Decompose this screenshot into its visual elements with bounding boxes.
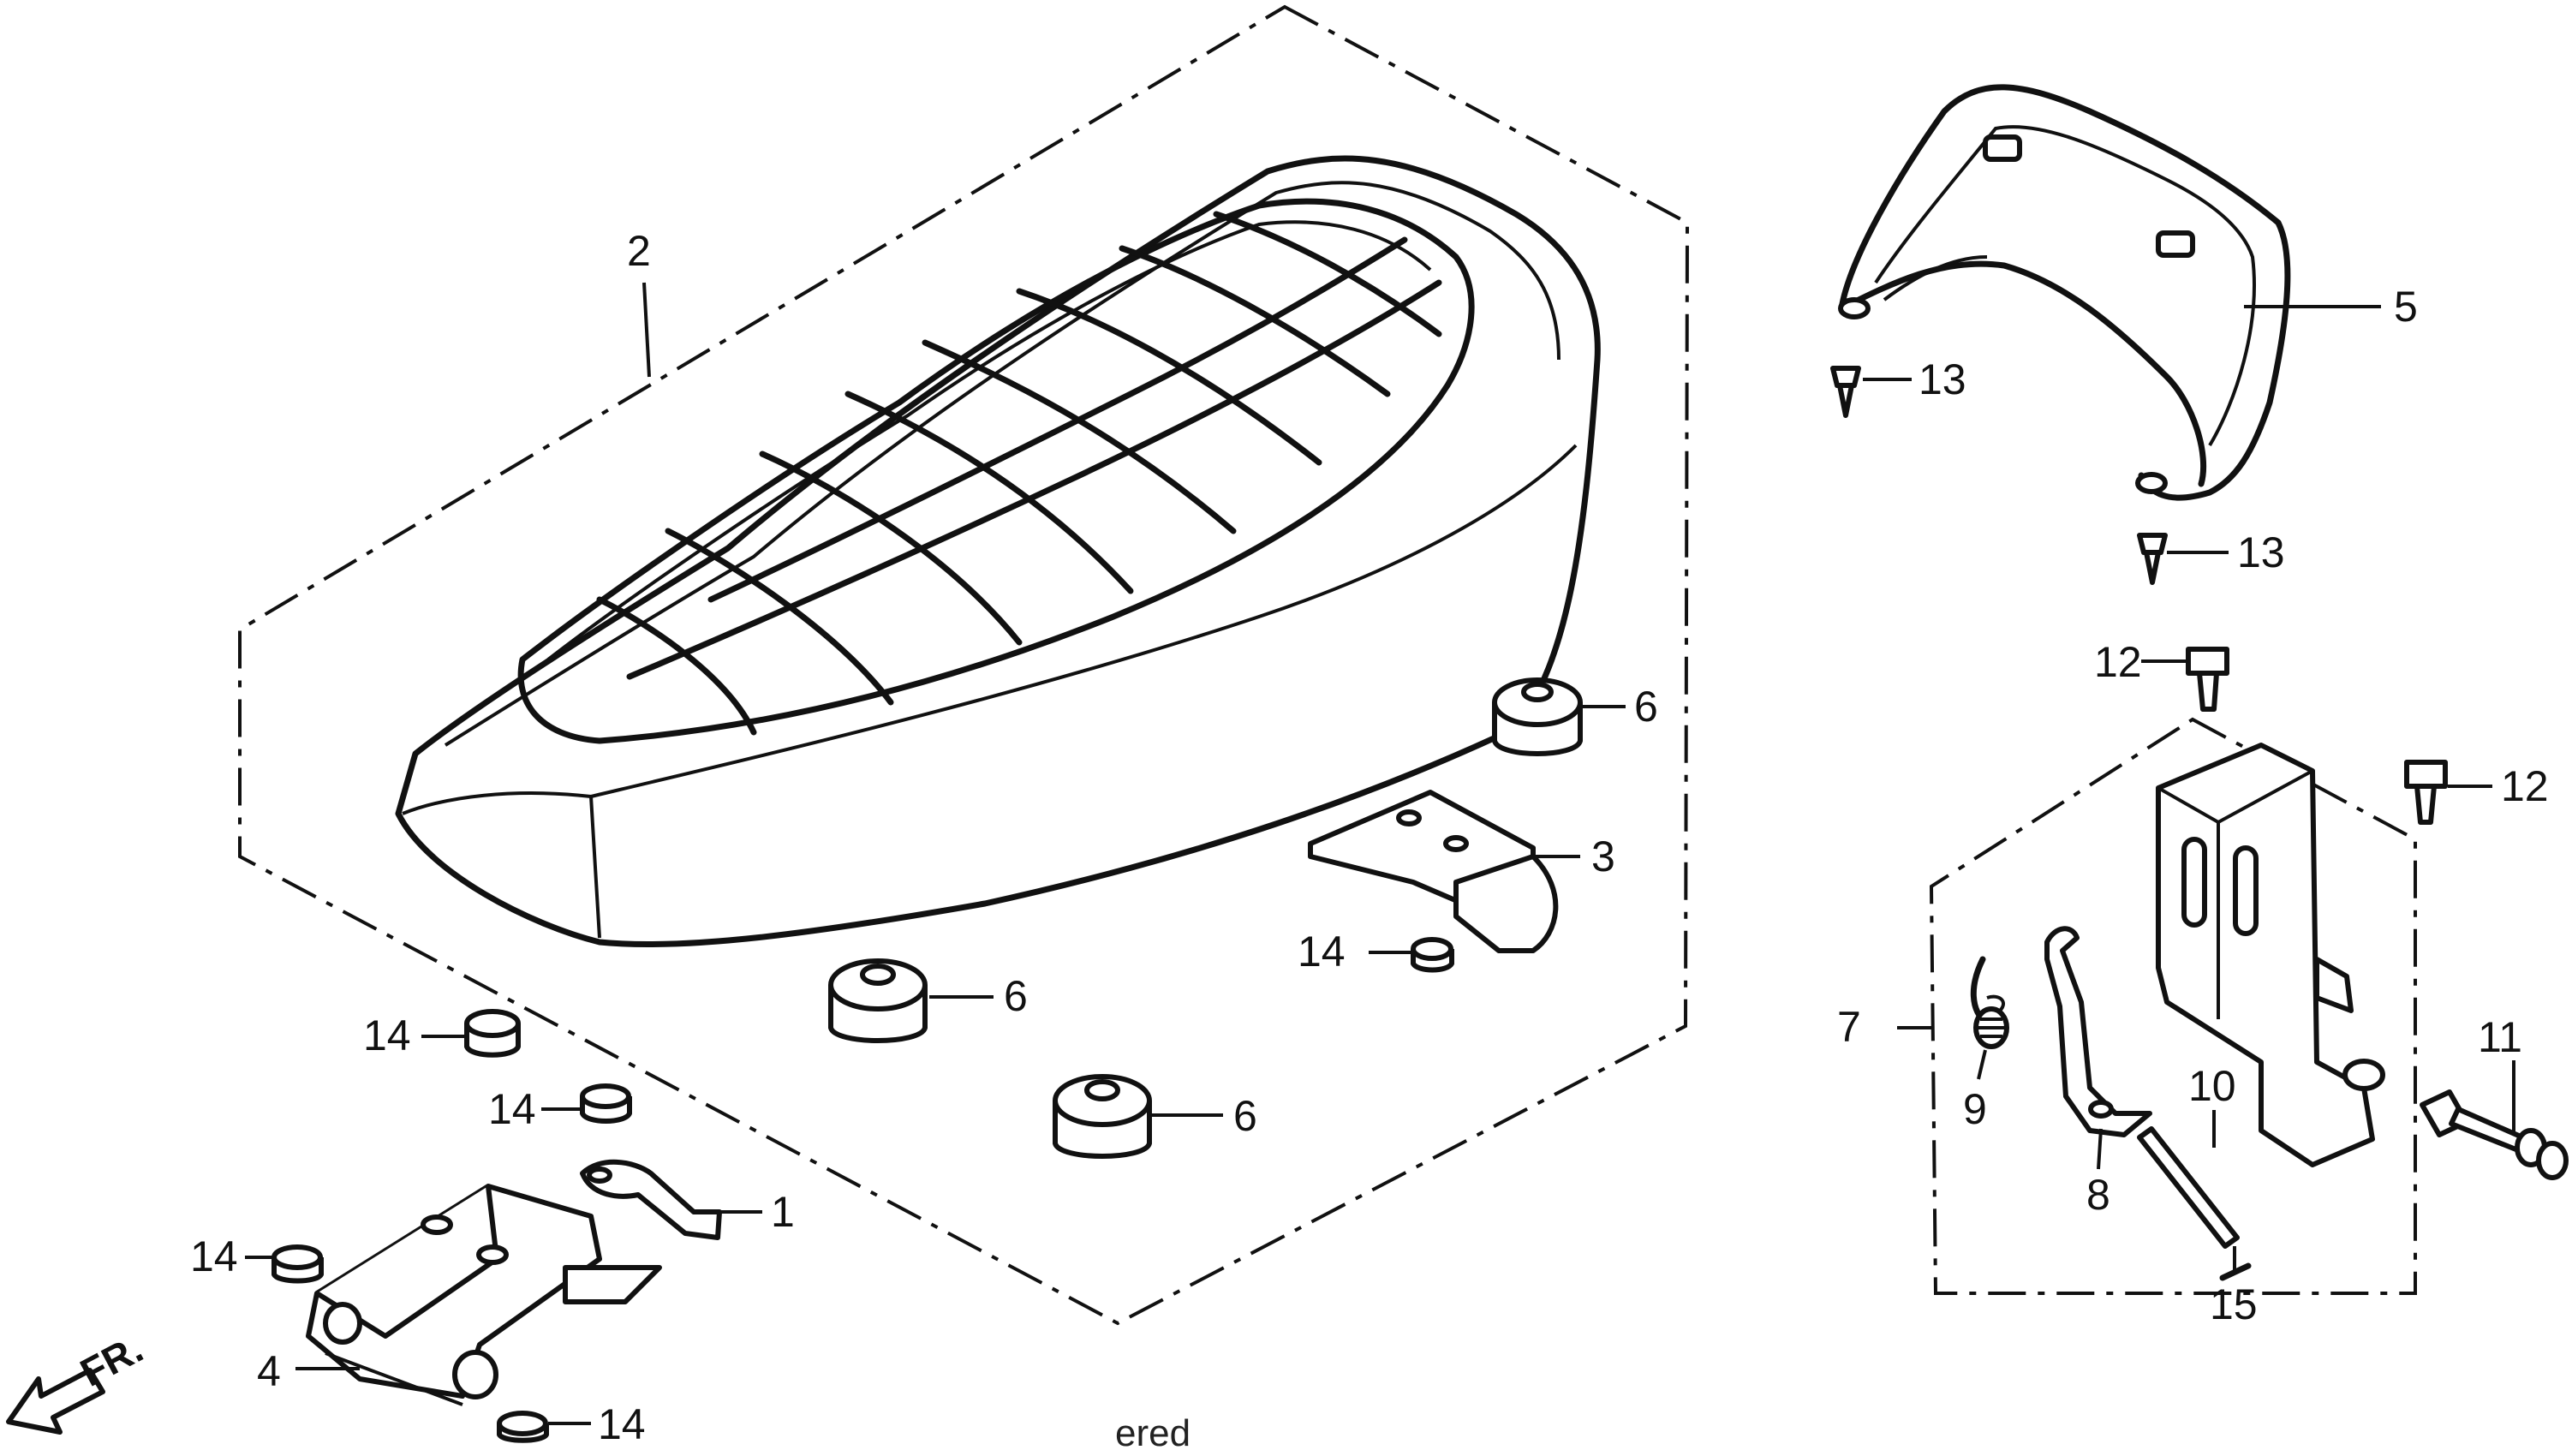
callout-14-c: 14 bbox=[488, 1085, 536, 1133]
callout-4: 4 bbox=[257, 1347, 281, 1395]
callout-14-a: 14 bbox=[363, 1011, 411, 1059]
callout-14-d: 14 bbox=[190, 1232, 238, 1280]
bolt-part-a bbox=[2186, 647, 2229, 712]
bolt-part-b bbox=[2404, 760, 2448, 825]
footer-text: ered bbox=[1115, 1412, 1191, 1454]
callout-5: 5 bbox=[2394, 283, 2418, 331]
callout-6-top: 6 bbox=[1634, 683, 1658, 731]
nut-part-a bbox=[464, 1009, 521, 1058]
hinge-part bbox=[306, 1184, 662, 1406]
callout-3: 3 bbox=[1591, 832, 1615, 880]
callout-11: 11 bbox=[2478, 1013, 2522, 1061]
screw-part-b bbox=[2137, 533, 2168, 585]
cushion-part-top bbox=[1492, 677, 1583, 756]
callout-15: 15 bbox=[2210, 1280, 2258, 1328]
pin-part bbox=[2137, 1126, 2240, 1249]
nut-part-d bbox=[272, 1244, 324, 1284]
callout-8: 8 bbox=[2086, 1171, 2110, 1219]
screw-part-a bbox=[1830, 366, 1861, 418]
callout-12-b: 12 bbox=[2501, 762, 2549, 810]
nut-part-c bbox=[580, 1083, 632, 1124]
nut-part-e bbox=[497, 1411, 549, 1443]
latch-lever-part bbox=[2044, 926, 2152, 1137]
callout-6-middle: 6 bbox=[1004, 972, 1028, 1020]
callout-13-b: 13 bbox=[2237, 528, 2285, 576]
callout-14-e: 14 bbox=[598, 1400, 646, 1448]
callout-6-bottom: 6 bbox=[1233, 1092, 1257, 1140]
cushion-part-bottom bbox=[1053, 1074, 1152, 1159]
leader-lines bbox=[245, 282, 2515, 1425]
callout-13-a: 13 bbox=[1919, 355, 1966, 403]
cushion-part-middle bbox=[828, 958, 928, 1043]
spring-part bbox=[1970, 956, 2009, 1049]
clip-part bbox=[580, 1159, 722, 1240]
seat-bracket-part bbox=[1308, 790, 1559, 953]
front-direction-arrow: FR. bbox=[6, 1326, 150, 1435]
latch-bracket-part bbox=[2156, 743, 2385, 1167]
callout-1: 1 bbox=[771, 1188, 795, 1236]
callout-2: 2 bbox=[627, 227, 651, 275]
nut-part-b bbox=[1411, 937, 1454, 973]
plunger-part bbox=[2420, 1089, 2569, 1180]
seat-assembly-outline bbox=[238, 4, 1690, 1326]
callout-labels: 2 6 3 14 6 6 14 14 1 14 4 14 5 13 13 12 … bbox=[190, 227, 2549, 1448]
grab-rail-part bbox=[1838, 84, 2291, 501]
callout-10: 10 bbox=[2188, 1062, 2236, 1110]
latch-assembly-outline bbox=[1929, 717, 2417, 1295]
seat-part bbox=[395, 155, 1601, 948]
callout-12-a: 12 bbox=[2094, 638, 2142, 686]
callout-7: 7 bbox=[1837, 1003, 1861, 1051]
callout-9: 9 bbox=[1963, 1085, 1987, 1133]
callout-14-b: 14 bbox=[1298, 928, 1346, 976]
